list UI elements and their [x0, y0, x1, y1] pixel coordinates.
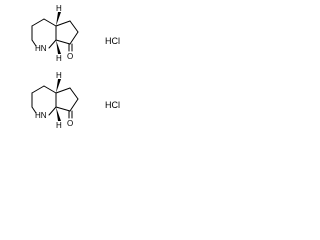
bond	[55, 39, 71, 45]
bond	[48, 39, 57, 49]
bond	[31, 18, 45, 27]
bond	[69, 20, 79, 33]
oxygen-label: O	[67, 119, 73, 128]
hydrogen-label: H	[56, 4, 62, 13]
bond	[31, 39, 37, 47]
salt-label: HCl	[105, 36, 120, 46]
bond	[31, 106, 37, 114]
bond	[55, 106, 71, 112]
bond	[69, 31, 79, 45]
molecule-top: H HN H O HCl	[31, 4, 120, 63]
nh-label: HN	[35, 111, 47, 120]
bond	[43, 18, 57, 27]
bond	[31, 85, 45, 94]
bond	[48, 106, 57, 116]
stereo-wedge	[56, 107, 61, 121]
stereo-wedge	[56, 40, 61, 54]
molecule-bottom: H HN H O HCl	[31, 71, 120, 130]
salt-label: HCl	[105, 100, 120, 110]
bond	[69, 98, 79, 112]
oxygen-label: O	[67, 52, 73, 61]
bond	[55, 20, 71, 27]
stereo-wedge	[56, 12, 61, 26]
bond	[69, 87, 79, 100]
stereo-wedge	[56, 79, 61, 93]
bond	[43, 85, 57, 94]
nh-label: HN	[35, 44, 47, 53]
structure-canvas: H HN H O HCl H	[0, 0, 152, 152]
chemical-structures: H HN H O HCl H	[31, 4, 120, 130]
hydrogen-label: H	[56, 121, 62, 130]
hydrogen-label: H	[56, 54, 62, 63]
bond	[55, 87, 71, 94]
hydrogen-label: H	[56, 71, 62, 80]
